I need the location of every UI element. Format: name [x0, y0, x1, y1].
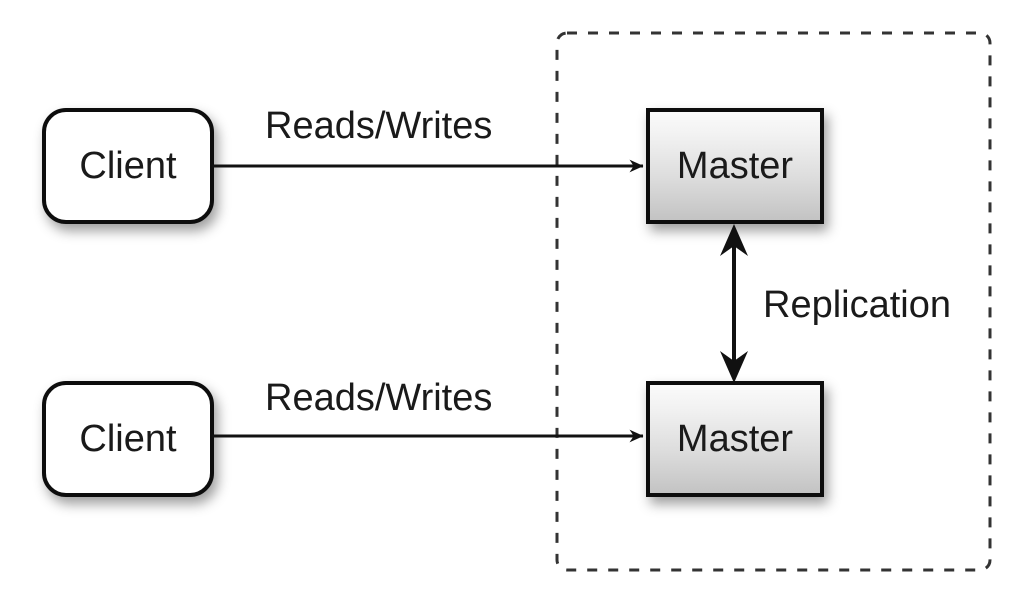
edge-top-readswrites-label: Reads/Writes: [265, 105, 492, 147]
node-client-top[interactable]: Client: [42, 108, 214, 224]
edge-bottom-readswrites-label: Reads/Writes: [265, 377, 492, 419]
master-top-label: Master: [677, 145, 793, 187]
client-bottom-label: Client: [79, 418, 177, 460]
master-bottom-shape: [646, 381, 824, 497]
edge-replication-arrow-down: [720, 351, 748, 383]
edge-replication-label: Replication: [763, 284, 951, 326]
edge-replication-arrow-up: [720, 224, 748, 256]
node-master-bottom[interactable]: Master: [646, 381, 824, 497]
edge-replication: [720, 224, 748, 383]
master-bottom-label: Master: [677, 418, 793, 460]
client-top-label: Client: [79, 145, 177, 187]
node-master-top[interactable]: Master: [646, 108, 824, 224]
node-client-bottom[interactable]: Client: [42, 381, 214, 497]
master-top-shape: [646, 108, 824, 224]
client-bottom-shape: [42, 381, 214, 497]
